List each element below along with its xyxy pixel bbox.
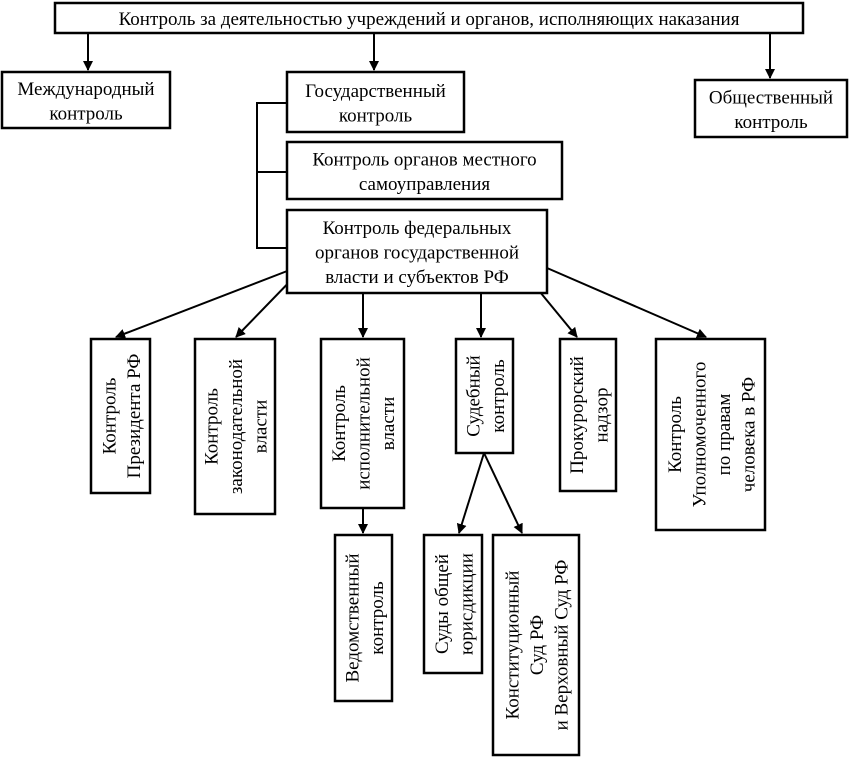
node-box [491, 533, 581, 757]
node-label-line: власти [251, 400, 272, 454]
node-label-line: по правам [714, 394, 735, 476]
node-local: Контроль органов местного самоуправления [285, 140, 564, 201]
node-label-line: органов государственной [315, 243, 519, 264]
node-label-line: и Верховный Суд РФ [552, 560, 573, 731]
node-label-line: Суд РФ [527, 615, 548, 675]
node-box [285, 70, 466, 134]
node-label-line: власти и субъектов РФ [325, 267, 509, 288]
node-label-line: контроль [734, 112, 808, 133]
node-box [285, 140, 564, 201]
node-box [454, 337, 515, 455]
node-label-line: Контроль органов местного [312, 149, 536, 170]
node-label-line: Ведомственный [342, 554, 363, 683]
node-box [422, 533, 484, 675]
arrow-federal-to-prosecutor [539, 291, 578, 338]
arrow-federal-to-ombudsman [546, 267, 707, 339]
node-label-line: Государственный [305, 81, 446, 102]
node-label-line: Конституционный [503, 571, 524, 720]
node-label-line: власти [378, 397, 399, 451]
node-intl: Международный контроль [0, 70, 172, 130]
node-box [53, 1, 805, 35]
node-label-line: Прокурорский [567, 356, 588, 474]
node-root: Контроль за деятельностью учреждений и о… [53, 1, 805, 35]
node-box [693, 78, 849, 139]
node-label-line: Президента РФ [124, 354, 145, 479]
node-label-line: юрисдикции [456, 553, 477, 655]
node-federal: Контроль федеральных органов государствен… [285, 208, 549, 295]
node-label-line: Международный [17, 79, 154, 100]
node-box [558, 337, 618, 493]
node-box [0, 70, 172, 130]
node-label-line: контроль [488, 359, 509, 433]
state-control-bracket-connector [256, 102, 287, 249]
node-label-line: исполнительной [354, 357, 375, 490]
node-box [319, 337, 406, 510]
node-label-line: Уполномоченного [689, 362, 710, 508]
node-label-line: Суды общей [432, 554, 453, 654]
node-label-line: Контроль [329, 385, 350, 462]
arrow-judicial-to-high_courts [483, 452, 523, 534]
arrow-federal-to-president [115, 267, 296, 339]
node-label-line: Контроль [202, 388, 223, 465]
node-public: Общественный контроль [693, 78, 849, 139]
node-label-line: контроль [339, 105, 413, 126]
node-label-line: контроль [49, 103, 123, 124]
node-label-line: Контроль [665, 396, 686, 473]
node-label-line: надзор [591, 388, 612, 443]
node-label-line: Контроль федеральных [323, 218, 512, 239]
node-label-line: контроль [367, 581, 388, 655]
node-label-line: Общественный [709, 87, 833, 108]
node-box [333, 533, 394, 703]
node-label-line: человека в РФ [738, 377, 759, 492]
node-label-line: законодательной [226, 359, 247, 494]
node-box [89, 337, 152, 495]
node-label-line: Контроль [99, 377, 120, 454]
node-label-line: Судебный [463, 355, 484, 436]
node-state: Государственный контроль [285, 70, 466, 134]
node-box [285, 208, 549, 295]
node-box [193, 337, 277, 516]
node-label-line: Контроль за деятельностью учреждений и о… [119, 9, 740, 30]
node-label-line: самоуправления [359, 174, 490, 195]
node-box [654, 337, 767, 532]
arrow-judicial-to-general_courts [456, 452, 485, 534]
